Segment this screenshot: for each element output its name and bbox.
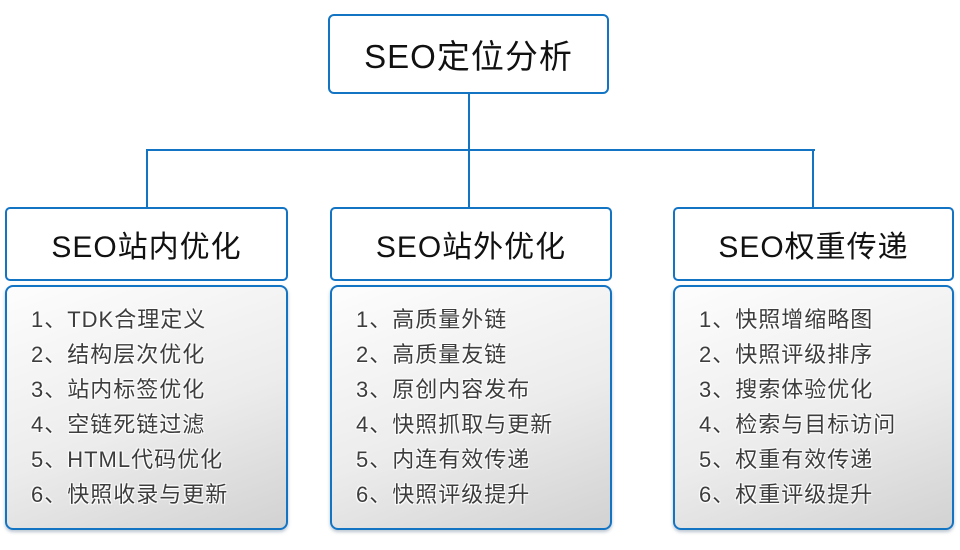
- list-item: 3、搜索体验优化: [699, 377, 874, 402]
- list-item: 2、结构层次优化: [31, 342, 206, 367]
- list-item: 2、快照评级排序: [699, 342, 874, 367]
- list-item: 4、快照抓取与更新: [356, 412, 554, 437]
- list-item: 5、HTML代码优化: [31, 447, 224, 472]
- list-item: 2、高质量友链: [356, 342, 508, 367]
- branch-header: SEO站内优化: [5, 207, 288, 281]
- connector-drop-center: [468, 149, 470, 207]
- list-item: 1、高质量外链: [356, 307, 508, 332]
- list-item: 6、快照收录与更新: [31, 482, 229, 507]
- list-item: 3、站内标签优化: [31, 377, 206, 402]
- list-item: 5、权重有效传递: [699, 447, 874, 472]
- list-item: 5、内连有效传递: [356, 447, 531, 472]
- branch-header-label: SEO站内优化: [51, 231, 242, 264]
- branch-item-list: 1、高质量外链 2、高质量友链 3、原创内容发布 4、快照抓取与更新 5、内连有…: [330, 285, 612, 530]
- list-item: 4、检索与目标访问: [699, 412, 897, 437]
- root-node: SEO定位分析: [328, 14, 609, 94]
- list-item: 6、快照评级提升: [356, 482, 531, 507]
- branch-item-list: 1、TDK合理定义 2、结构层次优化 3、站内标签优化 4、空链死链过滤 5、H…: [5, 285, 288, 530]
- root-node-label: SEO定位分析: [364, 38, 573, 75]
- connector-drop-left: [146, 149, 148, 207]
- branch-header-label: SEO权重传递: [718, 231, 909, 264]
- connector-drop-right: [812, 149, 814, 207]
- branch-header-label: SEO站外优化: [375, 231, 567, 264]
- branch-item-list: 1、快照增缩略图 2、快照评级排序 3、搜索体验优化 4、检索与目标访问 5、权…: [673, 285, 954, 530]
- connector-root-stem: [468, 94, 470, 151]
- list-item: 6、权重评级提升: [699, 482, 874, 507]
- list-item: 3、原创内容发布: [356, 377, 531, 402]
- branch-header: SEO站外优化: [330, 207, 612, 281]
- list-item: 4、空链死链过滤: [31, 412, 206, 437]
- list-item: 1、快照增缩略图: [699, 307, 874, 332]
- list-item: 1、TDK合理定义: [31, 307, 207, 332]
- connector-horizontal: [146, 149, 815, 151]
- branch-header: SEO权重传递: [673, 207, 954, 281]
